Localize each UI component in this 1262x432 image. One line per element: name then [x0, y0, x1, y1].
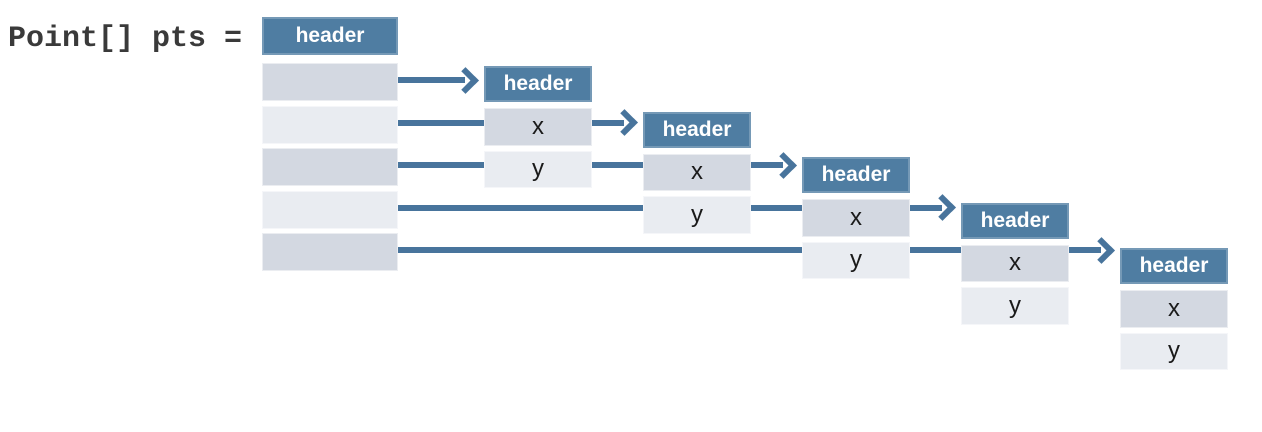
point-0-field-y: y: [484, 150, 592, 188]
pointer-arrow-head-icon: [929, 194, 956, 221]
code-label: Point[] pts =: [8, 22, 243, 56]
array-cell-3: [262, 190, 398, 229]
point-2-field-y: y: [802, 241, 910, 279]
point-2-field-x: x: [802, 199, 910, 237]
pointer-arrow-line: [334, 119, 624, 126]
point-4-field-x: x: [1120, 290, 1228, 328]
point-2-header: header: [802, 157, 910, 193]
array-cell-0: [262, 63, 398, 101]
point-1-field-x: x: [643, 153, 751, 191]
pointer-arrow-head-icon: [452, 66, 479, 94]
pointer-arrow-head-icon: [1088, 236, 1115, 264]
pointer-arrow-head-icon: [770, 151, 797, 179]
pointer-arrow-line: [334, 247, 1101, 253]
point-0-field-x: x: [484, 108, 592, 146]
point-3-header: header: [961, 202, 1069, 239]
array-header: header: [262, 17, 398, 55]
point-3-field-x: x: [961, 244, 1069, 282]
array-cell-2: [262, 148, 398, 186]
array-cell-4: [262, 233, 398, 271]
pointer-arrow-head-icon: [611, 109, 638, 136]
pointer-arrow-line: [334, 77, 465, 83]
point-1-field-y: y: [643, 196, 751, 234]
point-3-field-y: y: [961, 287, 1069, 325]
array-cell-1: [262, 105, 398, 144]
point-1-header: header: [643, 111, 751, 148]
point-0-header: header: [484, 66, 592, 102]
point-4-header: header: [1120, 248, 1228, 284]
pointer-arrow-line: [334, 204, 942, 211]
point-4-field-y: y: [1120, 332, 1228, 370]
